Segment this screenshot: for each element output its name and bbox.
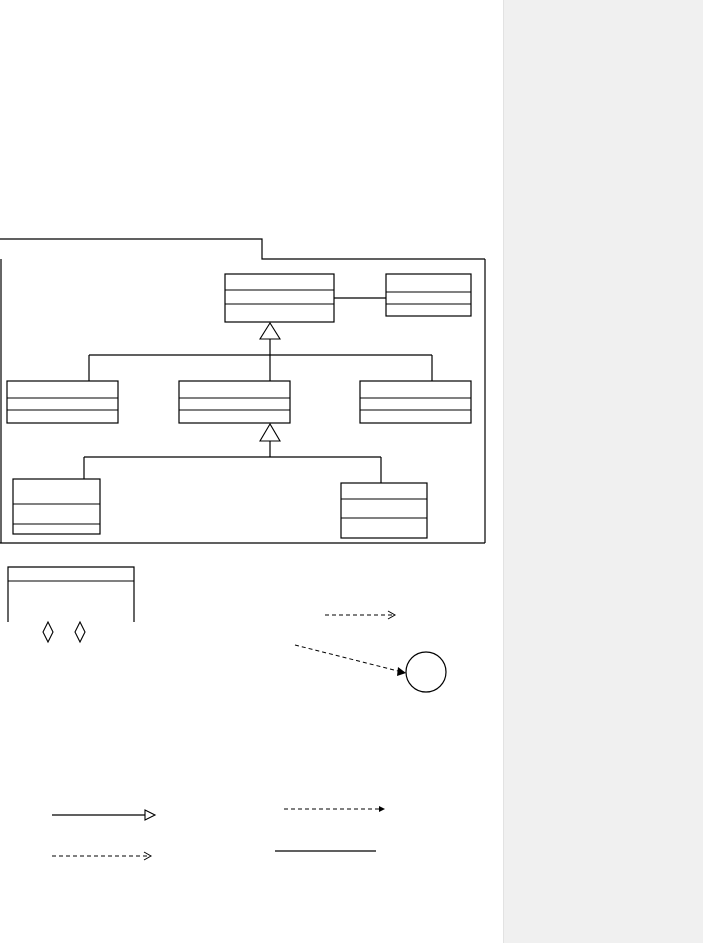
legend-generalization-arrow: [52, 809, 157, 821]
legend-class-box: [7, 566, 135, 622]
arrowhead-icon: [397, 667, 406, 676]
legend-interface-realization: [294, 644, 447, 693]
legend-diamond-1-icon: [42, 620, 54, 644]
comment-margin-pane: [503, 0, 703, 943]
class-top-parent[interactable]: [224, 273, 335, 323]
class-child-right[interactable]: [359, 380, 472, 424]
package-frame: [0, 238, 486, 544]
legend-diamond-2-icon: [74, 620, 86, 644]
class-grandchild-left[interactable]: [12, 478, 101, 535]
legend-realization-arrow: [52, 851, 153, 861]
legend-dependency-filled-arrow: [284, 806, 385, 812]
generalization-triangle-top: [259, 321, 281, 340]
interface-circle-icon: [405, 651, 447, 693]
class-associated[interactable]: [385, 273, 472, 317]
package-tab-outline: [0, 238, 485, 260]
class-grandchild-right[interactable]: [340, 482, 428, 539]
class-child-middle[interactable]: [178, 380, 291, 424]
generalization-triangle-middle: [259, 422, 281, 442]
legend-dependency-arrow: [325, 610, 397, 620]
class-child-left[interactable]: [6, 380, 119, 424]
